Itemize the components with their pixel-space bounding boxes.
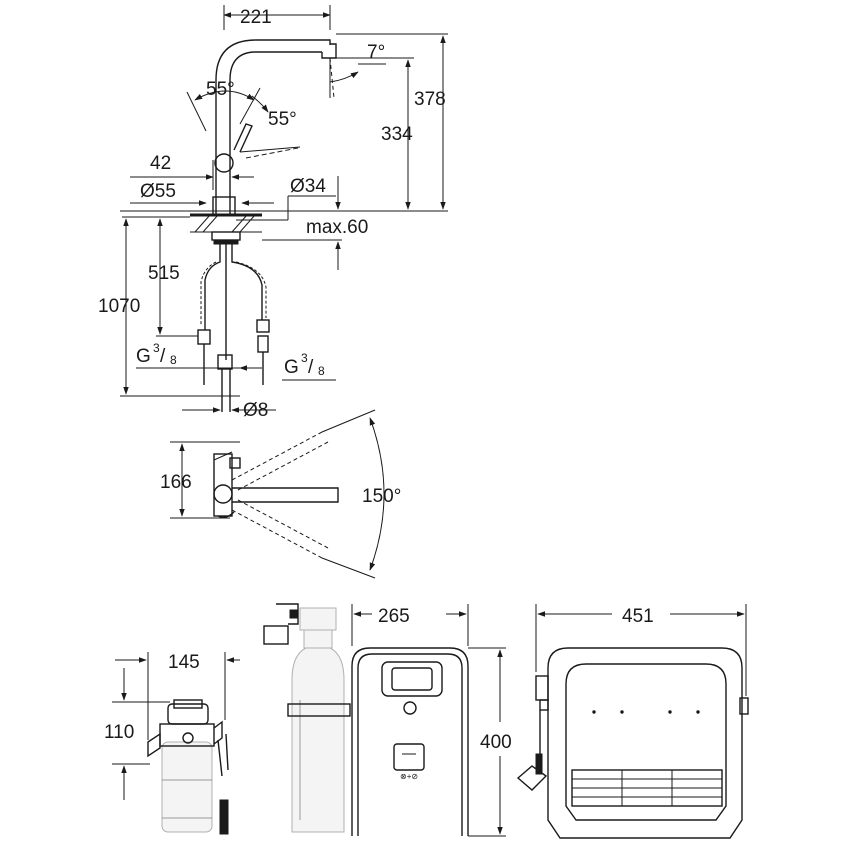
hose-diameter-label: Ø8 (243, 400, 268, 421)
spout-angle-label: 7° (367, 42, 385, 63)
lever-angle-left-label: 55° (206, 79, 235, 100)
lever-angle-right-label: 55° (268, 109, 297, 130)
counter-section-hatch (190, 214, 262, 233)
total-height-label: 378 (414, 89, 446, 110)
svg-text:8: 8 (318, 364, 325, 378)
side-vents (571, 769, 723, 807)
tap-top-view (213, 431, 339, 559)
chiller-height-label: 400 (480, 732, 512, 753)
svg-text:/: / (160, 346, 166, 367)
tap-width-label: 221 (240, 7, 272, 28)
svg-text:G: G (136, 346, 151, 367)
filter-unit (147, 699, 229, 835)
hose-length-label: 515 (148, 263, 180, 284)
filter-width-label: 145 (168, 652, 200, 673)
connection-right-label: G 3 / 8 (284, 351, 325, 378)
svg-text:3: 3 (153, 341, 160, 355)
chiller-depth-label: 265 (378, 606, 410, 627)
chiller-front (351, 647, 469, 836)
base-diameter-label: Ø55 (140, 181, 176, 202)
chiller-width-label: 451 (622, 606, 654, 627)
overall-length-label: 1070 (98, 296, 140, 317)
chiller-button-label: ⊗+⊘ (400, 772, 418, 781)
svg-text:/: / (308, 357, 314, 378)
svg-text:G: G (284, 357, 299, 378)
chiller-front-dimensions (351, 604, 506, 837)
tap-dimensions (120, 5, 448, 413)
svg-text:8: 8 (170, 353, 177, 367)
connection-left-label: G 3 / 8 (136, 341, 177, 367)
max-thickness-label: max.60 (306, 217, 368, 238)
co2-bottle (263, 603, 351, 833)
top-view-dimensions (170, 409, 385, 579)
filter-dimensions (112, 652, 240, 800)
filter-height-label: 110 (104, 722, 134, 743)
svg-text:3: 3 (301, 351, 308, 365)
chiller-side-dimensions (535, 604, 747, 696)
lever-offset-label: 42 (150, 153, 171, 174)
top-view-height-label: 166 (160, 472, 192, 493)
hole-diameter-label: Ø34 (290, 176, 326, 197)
chiller-side (516, 647, 749, 839)
tap-side-view (120, 39, 448, 412)
spout-height-label: 334 (381, 124, 413, 145)
swivel-angle-label: 150° (362, 486, 401, 507)
